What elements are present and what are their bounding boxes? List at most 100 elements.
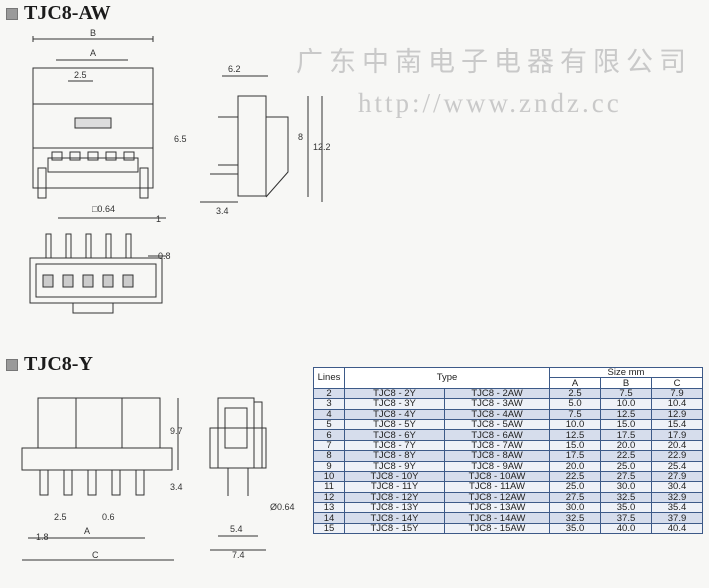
cell-c: 25.4 bbox=[651, 460, 703, 472]
cell-a: 15.0 bbox=[549, 439, 601, 452]
cell-lines: 3 bbox=[313, 398, 345, 410]
cell-a: 30.0 bbox=[549, 502, 601, 514]
cell-aw: TJC8 - 2AW bbox=[444, 387, 550, 400]
cell-b: 17.5 bbox=[600, 429, 652, 441]
cell-b: 15.0 bbox=[600, 418, 652, 431]
cell-c: 32.9 bbox=[651, 491, 703, 504]
cell-lines: 9 bbox=[313, 460, 345, 472]
y-front-view-drawing: 9.7 3.4 2.5 0.6 1.8 A C bbox=[21, 397, 183, 561]
cell-aw: TJC8 - 14AW bbox=[444, 512, 550, 524]
dim-pitch-y-label: 2.5 bbox=[54, 512, 67, 522]
bullet-square-icon bbox=[6, 358, 18, 371]
section-title-aw: TJC8-AW bbox=[6, 2, 111, 25]
cell-lines: 2 bbox=[313, 387, 345, 400]
dim-pitch-label: 2.5 bbox=[74, 70, 87, 80]
cell-b: 37.5 bbox=[600, 512, 652, 524]
cell-c: 30.4 bbox=[651, 481, 703, 493]
cell-c: 27.9 bbox=[651, 470, 703, 483]
cell-aw: TJC8 - 9AW bbox=[444, 460, 550, 472]
bullet-square-icon bbox=[6, 7, 18, 20]
cell-lines: 5 bbox=[313, 418, 345, 431]
y-side-view-drawing: Ø0.64 5.4 7.4 bbox=[209, 397, 295, 560]
cell-lines: 4 bbox=[313, 408, 345, 420]
cell-aw: TJC8 - 11AW bbox=[444, 481, 550, 493]
cell-aw: TJC8 - 4AW bbox=[444, 408, 550, 420]
cell-c: 15.4 bbox=[651, 418, 703, 431]
cell-b: 12.5 bbox=[600, 408, 652, 420]
dim-height-65-label: 6.5 bbox=[174, 134, 187, 144]
section-title-y-text: TJC8-Y bbox=[24, 353, 93, 375]
dim-pin-06-label: 0.6 bbox=[102, 512, 115, 522]
cell-aw: TJC8 - 10AW bbox=[444, 470, 550, 483]
cell-a: 2.5 bbox=[549, 387, 601, 400]
cell-c: 20.4 bbox=[651, 439, 703, 452]
cell-aw: TJC8 - 13AW bbox=[444, 502, 550, 514]
cell-a: 22.5 bbox=[549, 470, 601, 483]
watermark-url: http://www.zndz.cc bbox=[358, 88, 622, 118]
cell-a: 7.5 bbox=[549, 408, 601, 420]
dim-pin-1-label: 1 bbox=[156, 214, 161, 224]
cell-y: TJC8 - 12Y bbox=[344, 491, 445, 504]
aw-front-view-drawing: B A 2.5 bbox=[32, 28, 154, 199]
watermark-company: 广东中南电子电器有限公司 bbox=[296, 47, 692, 78]
section-title-aw-text: TJC8-AW bbox=[24, 2, 111, 24]
cell-c: 37.9 bbox=[651, 512, 703, 524]
cell-b: 22.5 bbox=[600, 450, 652, 462]
cell-b: 30.0 bbox=[600, 481, 652, 493]
cell-b: 7.5 bbox=[600, 387, 652, 400]
cell-y: TJC8 - 11Y bbox=[344, 481, 445, 493]
dim-pin-08-label: 0.8 bbox=[158, 251, 171, 261]
header-size: Size mm bbox=[549, 366, 703, 379]
cell-aw: TJC8 - 8AW bbox=[444, 450, 550, 462]
cell-lines: 11 bbox=[313, 481, 345, 493]
cell-aw: TJC8 - 3AW bbox=[444, 398, 550, 410]
cell-a: 5.0 bbox=[549, 398, 601, 410]
dim-a-label: A bbox=[90, 48, 96, 58]
cell-aw: TJC8 - 7AW bbox=[444, 439, 550, 452]
dim-b-label: B bbox=[90, 28, 96, 38]
cell-a: 32.5 bbox=[549, 512, 601, 524]
cell-y: TJC8 - 15Y bbox=[344, 522, 445, 535]
header-b: B bbox=[600, 377, 652, 389]
header-a: A bbox=[549, 377, 601, 389]
cell-y: TJC8 - 3Y bbox=[344, 398, 445, 410]
cell-lines: 7 bbox=[313, 439, 345, 452]
cell-lines: 10 bbox=[313, 470, 345, 483]
cell-c: 35.4 bbox=[651, 502, 703, 514]
cell-aw: TJC8 - 15AW bbox=[444, 522, 550, 535]
dim-h34-label: 3.4 bbox=[170, 482, 183, 492]
dim-a-y-label: A bbox=[84, 526, 90, 536]
cell-lines: 13 bbox=[313, 502, 345, 514]
cell-lines: 14 bbox=[313, 512, 345, 524]
dim-base-34-label: 3.4 bbox=[216, 206, 229, 216]
cell-a: 12.5 bbox=[549, 429, 601, 441]
cell-b: 32.5 bbox=[600, 491, 652, 504]
aw-bottom-view-drawing: □0.64 1 0.8 bbox=[29, 204, 171, 314]
dim-pin-dia-label: Ø0.64 bbox=[270, 502, 295, 512]
cell-b: 20.0 bbox=[600, 439, 652, 452]
header-type: Type bbox=[344, 367, 550, 389]
cell-lines: 8 bbox=[313, 450, 345, 462]
cell-y: TJC8 - 14Y bbox=[344, 512, 445, 524]
cell-lines: 15 bbox=[313, 522, 345, 535]
cell-y: TJC8 - 13Y bbox=[344, 502, 445, 514]
cell-a: 10.0 bbox=[549, 418, 601, 431]
cell-b: 40.0 bbox=[600, 522, 652, 535]
cell-y: TJC8 - 7Y bbox=[344, 439, 445, 452]
section-title-y: TJC8-Y bbox=[6, 353, 93, 376]
dim-pin-sq-label: □0.64 bbox=[92, 204, 115, 214]
cell-c: 17.9 bbox=[651, 429, 703, 441]
dim-w54-label: 5.4 bbox=[230, 524, 243, 534]
dim-c-label: C bbox=[92, 550, 99, 560]
cell-a: 27.5 bbox=[549, 491, 601, 504]
